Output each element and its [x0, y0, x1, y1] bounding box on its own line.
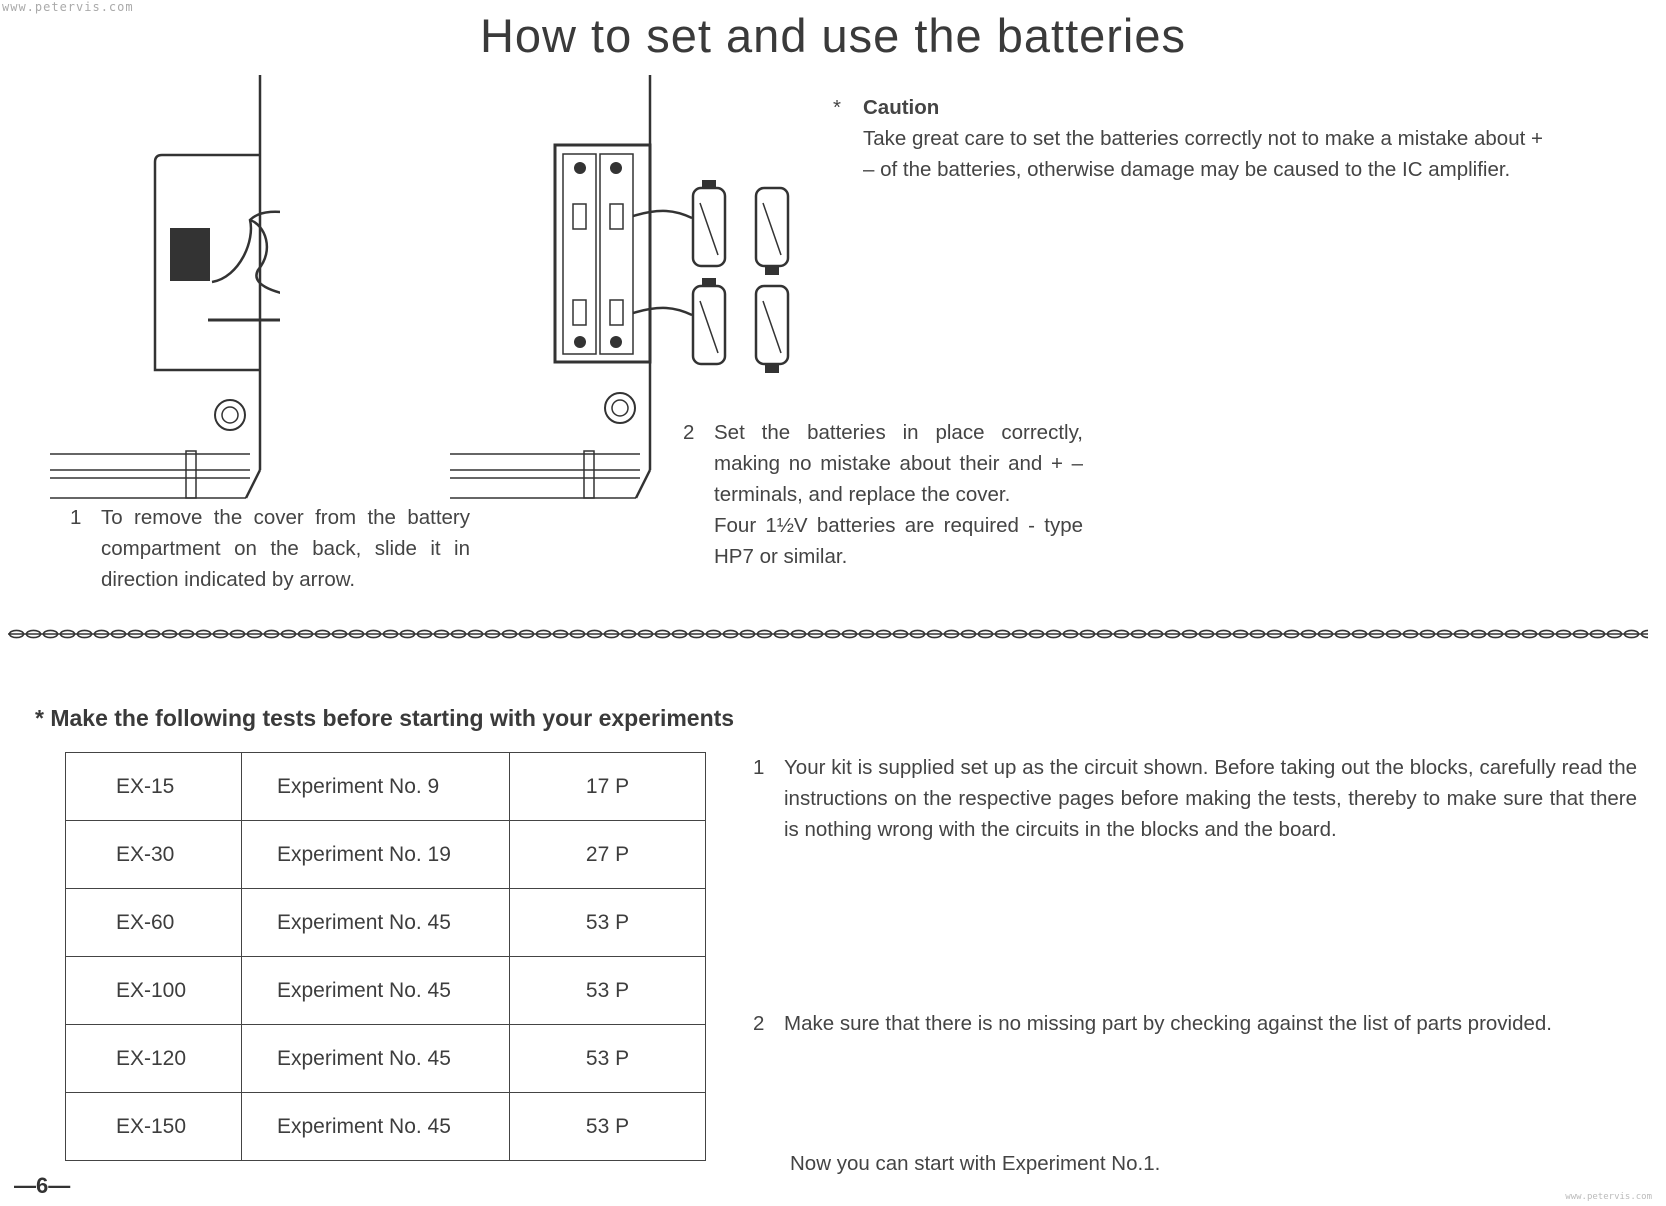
watermark: www.petervis.com	[2, 0, 134, 14]
caution-heading: Caution	[863, 96, 940, 119]
experiment: Experiment No. 45	[241, 888, 510, 957]
step-2-number: 2	[683, 421, 695, 444]
experiment: Experiment No. 45	[241, 1024, 510, 1093]
note-2-text: Make sure that there is no missing part …	[784, 1012, 1552, 1035]
kit-model: EX-100	[65, 956, 242, 1025]
page-title: How to set and use the batteries	[479, 9, 1187, 62]
caution-text: Take great care to set the batteries cor…	[863, 127, 1543, 181]
note-1-number: 1	[753, 756, 765, 779]
page-ref: 27 P	[509, 820, 706, 889]
step-2-body: Set the batteries in place correctly, ma…	[714, 417, 1083, 572]
table-row: EX-15 Experiment No. 9 17 P	[65, 752, 706, 821]
page-ref: 17 P	[509, 752, 706, 821]
table-row: EX-60 Experiment No. 45 53 P	[65, 888, 706, 957]
experiment: Experiment No. 19	[241, 820, 510, 889]
experiment: Experiment No. 45	[241, 956, 510, 1025]
tests-heading: * Make the following tests before starti…	[35, 705, 735, 731]
step-2-battery-spec: Four 1½V batteries are required - type H…	[714, 514, 1083, 568]
kit-model: EX-150	[65, 1092, 242, 1161]
table-row: EX-150 Experiment No. 45 53 P	[65, 1092, 706, 1161]
tests-table: EX-15 Experiment No. 9 17 P EX-30 Experi…	[65, 752, 706, 1161]
chain-divider	[8, 627, 1648, 641]
kit-model: EX-30	[65, 820, 242, 889]
experiment: Experiment No. 9	[241, 752, 510, 821]
table-row: EX-120 Experiment No. 45 53 P	[65, 1024, 706, 1093]
step-2-text: Set the batteries in place correctly, ma…	[714, 421, 1083, 506]
page-ref: 53 P	[509, 1024, 706, 1093]
page-ref: 53 P	[509, 956, 706, 1025]
step-1-number: 1	[70, 506, 82, 529]
kit-model: EX-15	[65, 752, 242, 821]
note-1-text: Your kit is supplied set up as the circu…	[784, 756, 1637, 841]
page-ref: 53 P	[509, 1092, 706, 1161]
page-ref: 53 P	[509, 888, 706, 957]
cover-removal-illustration	[50, 75, 280, 499]
battery-installation-illustration	[450, 75, 790, 499]
closing-text: Now you can start with Experiment No.1.	[790, 1152, 1161, 1175]
kit-model: EX-120	[65, 1024, 242, 1093]
kit-model: EX-60	[65, 888, 242, 957]
experiment: Experiment No. 45	[241, 1092, 510, 1161]
page-number: —6—	[14, 1173, 71, 1198]
caution-marker: *	[833, 96, 841, 119]
note-2-number: 2	[753, 1012, 765, 1035]
table-row: EX-100 Experiment No. 45 53 P	[65, 956, 706, 1025]
table-row: EX-30 Experiment No. 19 27 P	[65, 820, 706, 889]
watermark-small: www.petervis.com	[1565, 1192, 1652, 1202]
step-1-text: To remove the cover from the battery com…	[101, 506, 470, 591]
